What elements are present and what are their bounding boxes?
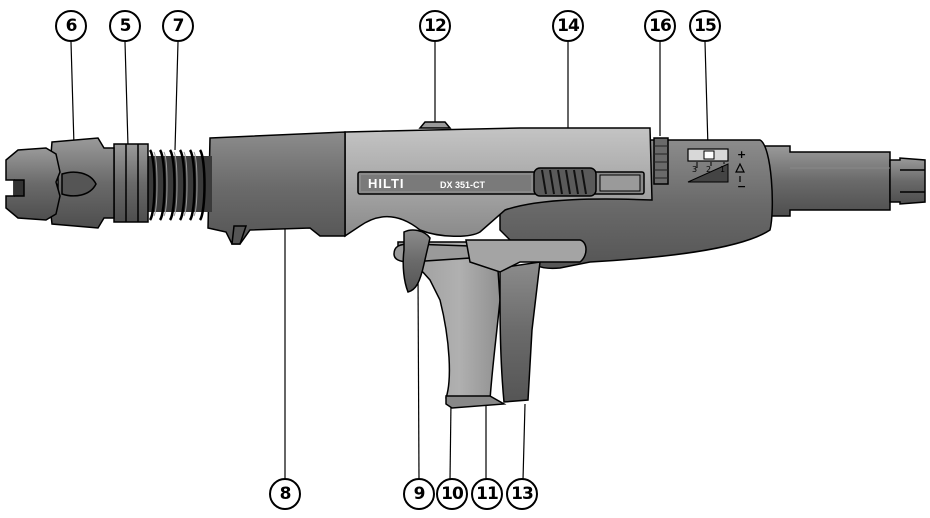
rear-shaft <box>764 145 926 217</box>
power-plus-sign: + <box>737 148 746 161</box>
callout-5: 5 <box>109 10 141 42</box>
collar <box>113 143 149 223</box>
callout-14: 14 <box>552 10 584 42</box>
callout-13: 13 <box>506 478 538 510</box>
callout-6: 6 <box>55 10 87 42</box>
callout-9: 9 <box>403 478 435 510</box>
handle <box>393 229 587 409</box>
power-mark-2: 2 <box>706 165 711 174</box>
callout-11: 11 <box>471 478 503 510</box>
callout-10: 10 <box>436 478 468 510</box>
spring <box>146 149 212 221</box>
front-guide <box>207 131 346 245</box>
callout-7: 7 <box>162 10 194 42</box>
callout-16: 16 <box>644 10 676 42</box>
housing <box>344 121 774 270</box>
power-mark-1: 1 <box>720 165 725 174</box>
brand-logo: HILTI <box>368 176 405 191</box>
power-mark-3: 3 <box>692 165 697 174</box>
fastener-guide <box>5 137 115 229</box>
leader-lines <box>70 41 709 481</box>
callout-15: 15 <box>689 10 721 42</box>
power-minus-sign: − <box>737 180 746 193</box>
power-arrow-icon <box>735 162 745 182</box>
model-label: DX 351-CT <box>440 180 486 190</box>
callout-8: 8 <box>269 478 301 510</box>
power-selector <box>687 148 729 183</box>
callout-12: 12 <box>419 10 451 42</box>
